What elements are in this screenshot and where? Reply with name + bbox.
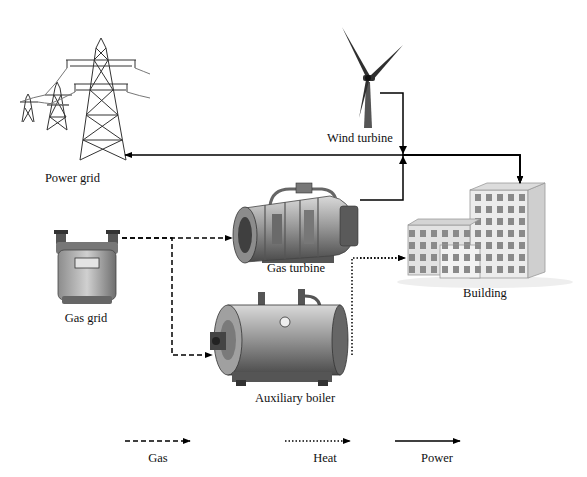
legend-label: Gas: [148, 451, 167, 466]
pylon-drawing-part: [20, 68, 150, 105]
boiler-drawing-part: [305, 296, 320, 306]
node-label: Gas grid: [65, 311, 108, 326]
gas-meter-drawing-part: [75, 258, 99, 268]
gas-turbine-drawing-part: [265, 198, 318, 260]
power-grid-node: Power grid: [20, 40, 125, 186]
building-drawing-part: [408, 219, 480, 225]
power-connector: [380, 93, 520, 183]
wind-turbine-drawing-part: [342, 27, 370, 77]
gas-connector: [122, 238, 212, 355]
legend-samples-part: [395, 440, 460, 442]
boiler-drawing-part: [318, 380, 328, 386]
boiler-drawing: [210, 289, 348, 386]
pylon-drawing-part: [66, 60, 136, 90]
gas-meter-drawing: [54, 230, 120, 304]
building-drawing-part: [470, 183, 545, 190]
gas-turbine-node: Gas turbine: [232, 183, 360, 276]
pylon-drawing-part: [80, 48, 126, 160]
gas-turbine-drawing-part: [238, 217, 252, 253]
pylon-drawing-part: [67, 60, 135, 92]
wind-turbine-drawing-part: [365, 75, 371, 81]
boiler-node: Auxiliary boiler: [212, 288, 352, 406]
gas-turbine-drawing-part: [340, 206, 358, 246]
boiler-drawing-part: [232, 372, 332, 382]
boiler-drawing-part: [332, 305, 348, 375]
pylon-drawing-part: [80, 38, 126, 160]
gas-turbine-drawing-part: [245, 196, 352, 262]
boiler-drawing-part: [228, 305, 340, 375]
building-drawing: [397, 183, 573, 288]
gas-turbine-drawing-part: [304, 210, 314, 244]
pylon-drawing: [20, 38, 150, 160]
power-connector: [360, 155, 520, 200]
node-label: Building: [463, 286, 507, 301]
boiler-drawing-part: [280, 317, 290, 327]
gas-meter-drawing-part: [54, 230, 68, 234]
wind-turbine-drawing-part: [359, 80, 369, 118]
legend-label: Heat: [313, 451, 337, 466]
gas-turbine-drawing: [233, 183, 358, 263]
heat-connector: [352, 258, 405, 355]
wind-turbine-node: Wind turbine: [340, 25, 380, 146]
boiler-drawing-part: [236, 380, 246, 386]
gas-turbine-drawing-part: [233, 207, 257, 263]
legend-samples: [125, 440, 460, 442]
gas-meter-drawing-part: [106, 230, 120, 234]
power-connector: [125, 155, 520, 183]
gas-meter-drawing-part: [58, 250, 116, 300]
wind-turbine-drawing: [342, 27, 403, 128]
pylon-drawing-part: [20, 94, 38, 122]
boiler-drawing-part: [212, 337, 220, 345]
building-drawing-part: [528, 183, 545, 278]
gas-meter-drawing-part: [62, 296, 112, 304]
node-label: Power grid: [45, 171, 100, 186]
legend-samples-part: [125, 440, 190, 442]
building-node: Building: [405, 183, 565, 301]
wind-turbine-drawing-part: [370, 45, 403, 81]
pylon-drawing-part: [45, 82, 72, 130]
legend-samples-part: [285, 440, 350, 442]
legend-label: Power: [421, 451, 453, 466]
node-label: Auxiliary boiler: [255, 391, 335, 406]
building-drawing-part: [440, 245, 480, 278]
node-label: Wind turbine: [327, 131, 393, 146]
gas-turbine-drawing-part: [272, 214, 282, 244]
gas-turbine-drawing-part: [296, 183, 312, 193]
building-drawing-part: [440, 245, 480, 278]
boiler-drawing-part: [210, 332, 226, 350]
gas-grid-node: Gas grid: [50, 230, 122, 326]
node-label: Gas turbine: [267, 261, 325, 276]
